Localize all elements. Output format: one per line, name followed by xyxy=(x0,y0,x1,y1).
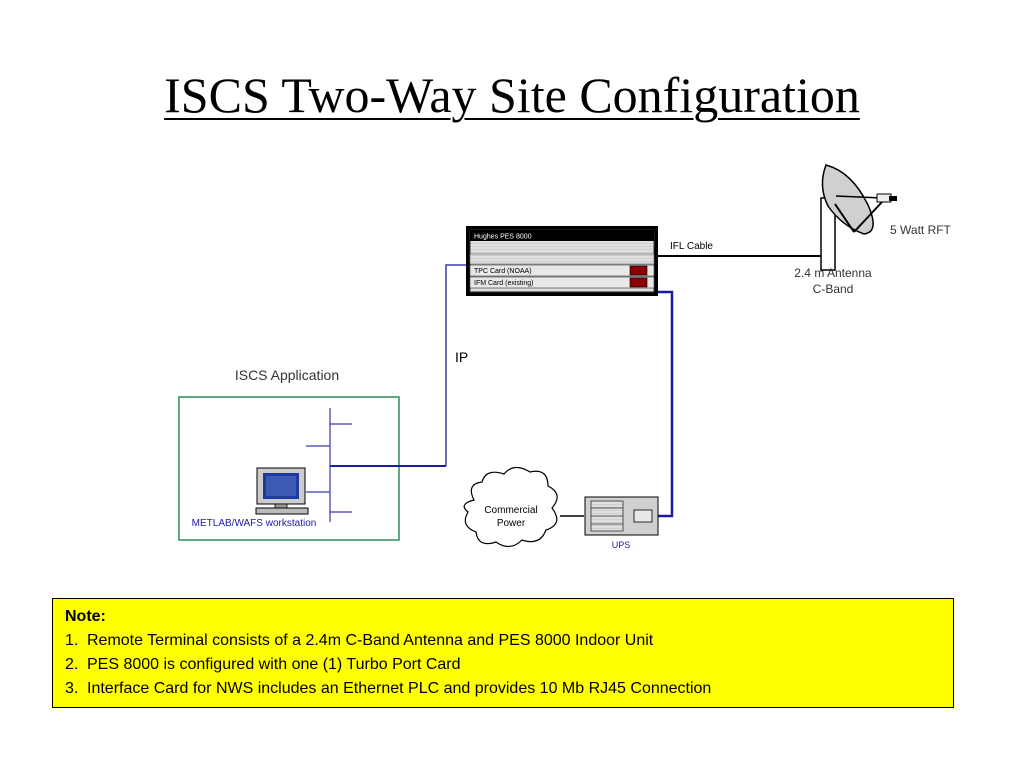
workstation-computer-icon xyxy=(255,467,309,515)
tpc-card-label: TPC Card (NOAA) xyxy=(474,268,532,275)
note-heading: Note: xyxy=(65,608,106,625)
note-item-text: Remote Terminal consists of a 2.4m C-Ban… xyxy=(87,632,654,649)
pes-8000-rack xyxy=(466,226,658,296)
note-item: 1. Remote Terminal consists of a 2.4m C-… xyxy=(65,629,941,653)
commercial-power-label-line2: Power xyxy=(497,518,526,529)
iscs-application-box xyxy=(178,396,400,541)
commercial-power-cloud xyxy=(463,466,558,548)
ip-link xyxy=(445,264,472,466)
note-item-text: Interface Card for NWS includes an Ether… xyxy=(87,680,712,697)
ip-label: IP xyxy=(455,349,468,365)
rft-label: 5 Watt RFT xyxy=(890,223,952,237)
note-item: 2. PES 8000 is configured with one (1) T… xyxy=(65,653,941,677)
iscs-application-label: ISCS Application xyxy=(235,367,339,383)
lan-bus xyxy=(306,408,446,522)
ifm-card-led xyxy=(629,277,648,288)
note-item-number: 3. xyxy=(65,680,79,697)
antenna-label-line1: 2.4 m Antenna xyxy=(794,266,872,280)
ifm-card-label: IFM Card (existing) xyxy=(474,280,534,287)
note-box: Note: 1. Remote Terminal consists of a 2… xyxy=(52,598,954,708)
note-item-number: 1. xyxy=(65,632,79,649)
ups-label: UPS xyxy=(612,540,631,550)
note-item-text: PES 8000 is configured with one (1) Turb… xyxy=(87,656,461,673)
power-line xyxy=(658,290,674,518)
note-item: 3. Interface Card for NWS includes an Et… xyxy=(65,677,941,701)
site-configuration-diagram: ISCS Application IP METLAB/WAFS workstat… xyxy=(178,164,952,550)
pes-header-label: Hughes PES 8000 xyxy=(474,234,532,241)
slide-title: ISCS Two-Way Site Configuration xyxy=(164,67,860,123)
tpc-card-led xyxy=(629,265,648,276)
ups-icon xyxy=(584,496,659,536)
antenna-label-line2: C-Band xyxy=(813,282,854,296)
commercial-power-label-line1: Commercial xyxy=(484,505,537,516)
workstation-label: METLAB/WAFS workstation xyxy=(192,518,317,529)
ifl-cable-label: IFL Cable xyxy=(670,241,713,252)
note-item-number: 2. xyxy=(65,656,79,673)
antenna-icon xyxy=(820,164,897,271)
